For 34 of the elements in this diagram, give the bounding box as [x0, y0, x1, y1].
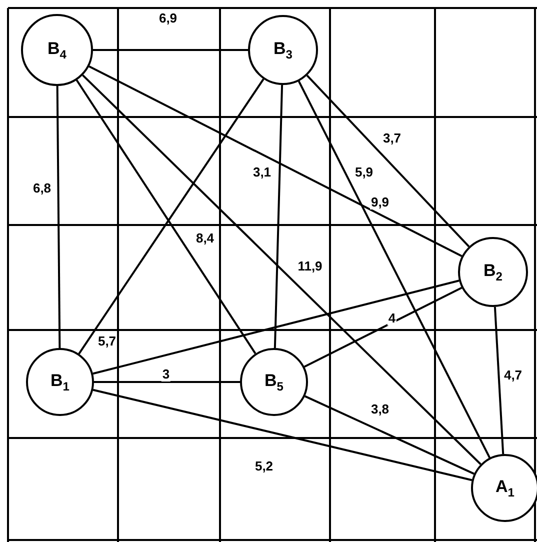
edge-label: 6,9 [158, 10, 178, 26]
node-label: B$_{4}$ [48, 38, 66, 62]
node-label: B$_{2}$ [484, 260, 502, 284]
connector-line [304, 395, 475, 475]
edge-label: 6,8 [32, 180, 52, 196]
connector-line [82, 74, 482, 465]
edge-label: 3,7 [382, 130, 402, 146]
edge-label: 3,1 [252, 164, 272, 180]
connector-line [298, 80, 491, 458]
connector-line [306, 74, 470, 248]
edge-label: 4,7 [502, 368, 524, 382]
connector-line [94, 381, 240, 383]
edge-label: 5,2 [254, 458, 274, 474]
edge-label: 11,9 [296, 258, 324, 274]
edge-label: 5,9 [354, 164, 374, 180]
node-circle [471, 454, 537, 522]
edge-label: 3 [161, 366, 171, 382]
node-label: A$_{1}$ [496, 476, 514, 500]
edge-label: 9,9 [370, 194, 390, 210]
edge-label: 3,8 [370, 402, 390, 416]
connector-line [494, 306, 504, 454]
edge-label: 5,7 [96, 334, 118, 348]
edge-label: 8,4 [194, 230, 216, 246]
node-label: B$_{3}$ [274, 38, 292, 62]
connector-line [56, 86, 61, 348]
connector-line [274, 84, 284, 348]
connector-line [304, 286, 462, 368]
edge-label: 4 [387, 310, 397, 326]
connector-line [92, 388, 472, 482]
connector-line [92, 280, 460, 375]
connector-line [93, 49, 248, 51]
node-label: B$_{5}$ [264, 370, 284, 394]
connector-line [88, 65, 462, 258]
node-label: B$_{1}$ [50, 370, 70, 394]
